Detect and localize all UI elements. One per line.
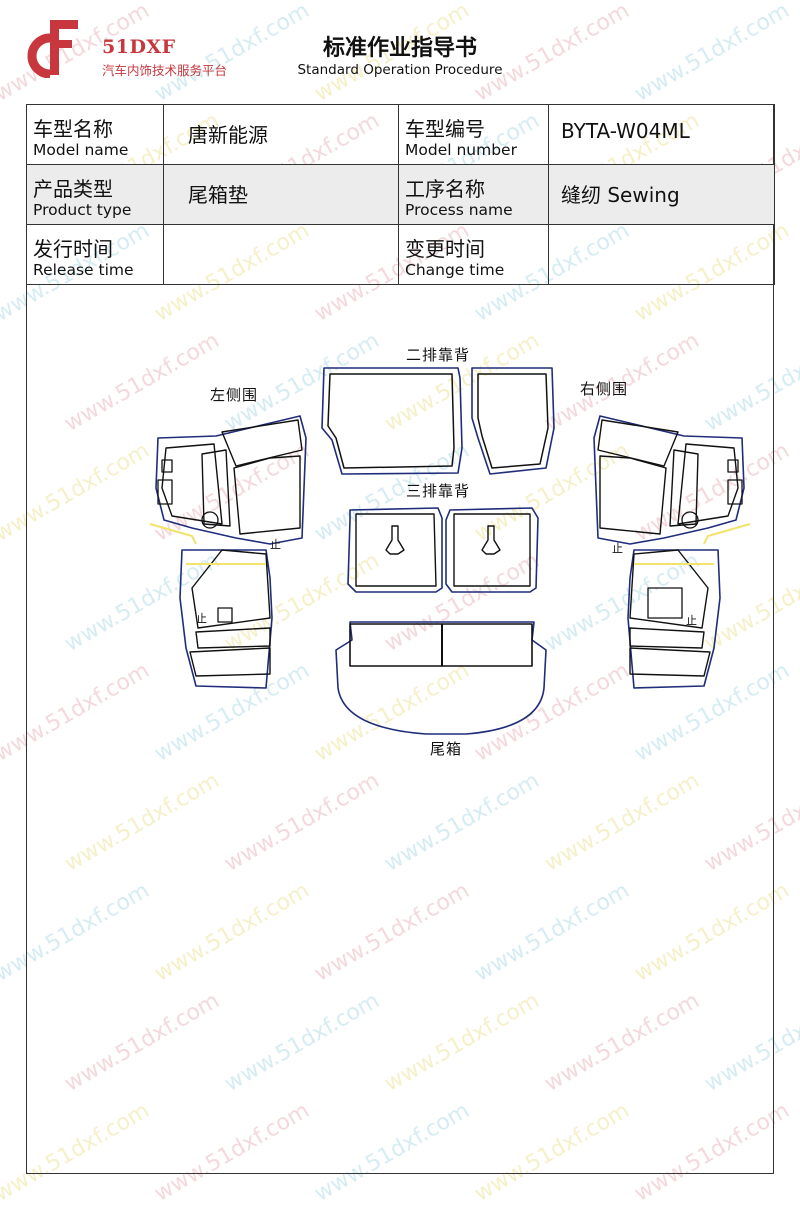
stop-mark-left-upper: 止 bbox=[270, 538, 282, 551]
third-row-left-slot bbox=[385, 525, 405, 555]
left-side-pieces bbox=[149, 415, 307, 689]
info-row-model: 车型名称 Model name 唐新能源 车型编号 Model number B… bbox=[26, 104, 775, 165]
left-side-window bbox=[221, 419, 303, 467]
left-side-lower-inner bbox=[191, 549, 271, 629]
right-side-upper-outline bbox=[593, 415, 745, 545]
info-table: 车型名称 Model name 唐新能源 车型编号 Model number B… bbox=[26, 104, 775, 285]
right-side-hole bbox=[681, 511, 699, 529]
right-side-seam bbox=[599, 455, 667, 535]
pattern-drawing: 二排靠背 左侧围 右侧围 三排靠背 尾箱 止 止 止 止 bbox=[26, 288, 774, 788]
third-row-right-piece bbox=[445, 507, 539, 593]
left-side-strip-b bbox=[189, 647, 271, 677]
left-side-hole bbox=[201, 511, 219, 529]
label-left-side: 左侧围 bbox=[210, 386, 259, 404]
product-type-label: 产品类型 Product type bbox=[26, 164, 164, 225]
watermark-text: www.51dxf.com bbox=[630, 0, 795, 107]
third-row-left-inner bbox=[355, 513, 437, 587]
stop-mark-right-upper: 止 bbox=[612, 542, 624, 555]
label-trunk: 尾箱 bbox=[430, 740, 463, 758]
right-side-strip-b bbox=[629, 647, 711, 677]
left-side-slot-b bbox=[157, 479, 173, 505]
change-time-value bbox=[548, 224, 775, 285]
second-row-left-inner bbox=[327, 373, 455, 469]
stop-mark-right-lower: 止 bbox=[686, 614, 698, 627]
second-row-right-piece bbox=[471, 367, 555, 475]
trunk-mat-pieces bbox=[335, 621, 547, 735]
left-side-highlight bbox=[149, 523, 197, 545]
trunk-mat-right-panel bbox=[441, 623, 533, 667]
stop-mark-left-lower: 止 bbox=[196, 612, 208, 625]
second-row-back-pieces bbox=[321, 367, 555, 475]
third-row-left-piece bbox=[347, 507, 443, 593]
third-row-right-slot bbox=[481, 525, 501, 555]
right-side-pieces bbox=[593, 415, 751, 689]
third-row-right-inner bbox=[453, 513, 531, 587]
label-third-row-back: 三排靠背 bbox=[406, 482, 471, 500]
document-subtitle: Standard Operation Procedure bbox=[297, 62, 503, 78]
brand-subtitle: 汽车内饰技术服务平台 bbox=[102, 63, 228, 78]
right-side-highlight bbox=[703, 523, 751, 545]
left-side-tab bbox=[217, 607, 233, 623]
model-name-label: 车型名称 Model name bbox=[26, 104, 164, 165]
left-side-strip-a bbox=[195, 627, 271, 649]
model-number-label: 车型编号 Model number bbox=[398, 104, 549, 165]
release-time-label: 发行时间 Release time bbox=[26, 224, 164, 285]
change-time-label: 变更时间 Change time bbox=[398, 224, 549, 285]
right-side-slot-b bbox=[727, 479, 743, 505]
trunk-mat-outline bbox=[335, 621, 547, 735]
third-row-back-pieces bbox=[347, 507, 539, 593]
left-side-upper-outline bbox=[155, 415, 307, 545]
label-right-side: 右侧围 bbox=[580, 380, 629, 398]
right-side-slot-a bbox=[727, 459, 739, 473]
info-row-product: 产品类型 Product type 尾箱垫 工序名称 Process name … bbox=[26, 164, 775, 225]
product-type-value: 尾箱垫 bbox=[163, 164, 399, 225]
right-side-panel-b bbox=[669, 449, 699, 527]
brand-name: 51DXF bbox=[102, 36, 176, 58]
right-side-tab bbox=[647, 587, 683, 619]
model-name-value: 唐新能源 bbox=[163, 104, 399, 165]
right-side-lower-outline bbox=[627, 549, 721, 689]
trunk-mat-left-panel bbox=[349, 623, 443, 667]
left-side-panel-b bbox=[201, 449, 231, 527]
label-second-row-back: 二排靠背 bbox=[406, 346, 471, 364]
left-side-slot-a bbox=[161, 459, 173, 473]
release-time-value bbox=[163, 224, 399, 285]
right-side-lower-inner bbox=[629, 549, 709, 629]
left-side-lower-outline bbox=[179, 549, 273, 689]
second-row-left-piece bbox=[321, 367, 463, 475]
info-row-time: 发行时间 Release time 变更时间 Change time bbox=[26, 224, 775, 285]
left-side-upper-inner bbox=[161, 443, 223, 525]
second-row-right-inner bbox=[477, 373, 549, 469]
right-side-upper-inner bbox=[677, 443, 739, 525]
model-number-value: BYTA-W04ML bbox=[548, 104, 775, 165]
brand-logo: 51DXF 汽车内饰技术服务平台 bbox=[22, 18, 232, 78]
left-side-seam bbox=[233, 455, 301, 535]
process-name-label: 工序名称 Process name bbox=[398, 164, 549, 225]
right-side-strip-a bbox=[629, 627, 705, 649]
pattern-diagram bbox=[149, 367, 751, 735]
process-name-value: 缝纫 Sewing bbox=[548, 164, 775, 225]
right-side-window bbox=[597, 419, 679, 467]
logo-mark-icon bbox=[27, 20, 78, 78]
document-title: 标准作业指导书 bbox=[322, 36, 477, 61]
